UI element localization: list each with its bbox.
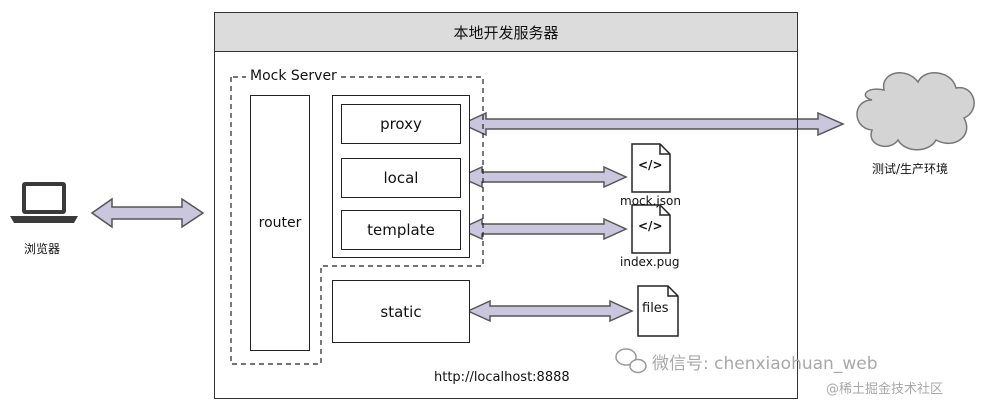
- index-pug-code-glyph: </>: [638, 219, 663, 233]
- index-pug-label: index.pug: [620, 255, 680, 269]
- server-title-bar: 本地开发服务器: [214, 12, 798, 52]
- wechat-watermark: 微信号: chenxiaohuan_web: [652, 354, 878, 374]
- static-files-label: files: [642, 301, 669, 316]
- browser-server-arrow: [90, 197, 205, 229]
- static-files-arrow: [466, 299, 634, 323]
- cloud-icon: [856, 72, 975, 151]
- template-box: template: [341, 210, 461, 250]
- local-box: local: [341, 158, 461, 198]
- static-label: static: [380, 302, 422, 321]
- mock-json-code-glyph: </>: [638, 158, 663, 172]
- juejin-watermark: @稀土掘金技术社区: [826, 382, 944, 397]
- proxy-box: proxy: [341, 104, 461, 144]
- static-files-icon: [637, 285, 679, 337]
- template-indexpug-arrow: [458, 217, 628, 241]
- local-mockjson-arrow: [458, 165, 628, 189]
- browser-label: 浏览器: [24, 242, 61, 256]
- server-title: 本地开发服务器: [453, 23, 559, 42]
- static-box: static: [332, 280, 470, 343]
- laptop-icon: [10, 182, 78, 223]
- proxy-cloud-arrow: [460, 111, 845, 137]
- wechat-logo-icon: [615, 348, 647, 374]
- index-pug-file-icon: [631, 204, 671, 254]
- template-label: template: [367, 221, 435, 239]
- local-label: local: [383, 169, 419, 187]
- mock-json-label: mock.json: [620, 194, 681, 208]
- mock-server-label: Mock Server: [246, 68, 341, 84]
- mock-json-file-icon: [631, 143, 671, 193]
- router-box: router: [250, 95, 310, 351]
- router-label: router: [258, 215, 302, 231]
- remote-env-label: 测试/生产环境: [872, 162, 949, 176]
- server-address: http://localhost:8888: [434, 370, 570, 385]
- proxy-label: proxy: [380, 115, 422, 133]
